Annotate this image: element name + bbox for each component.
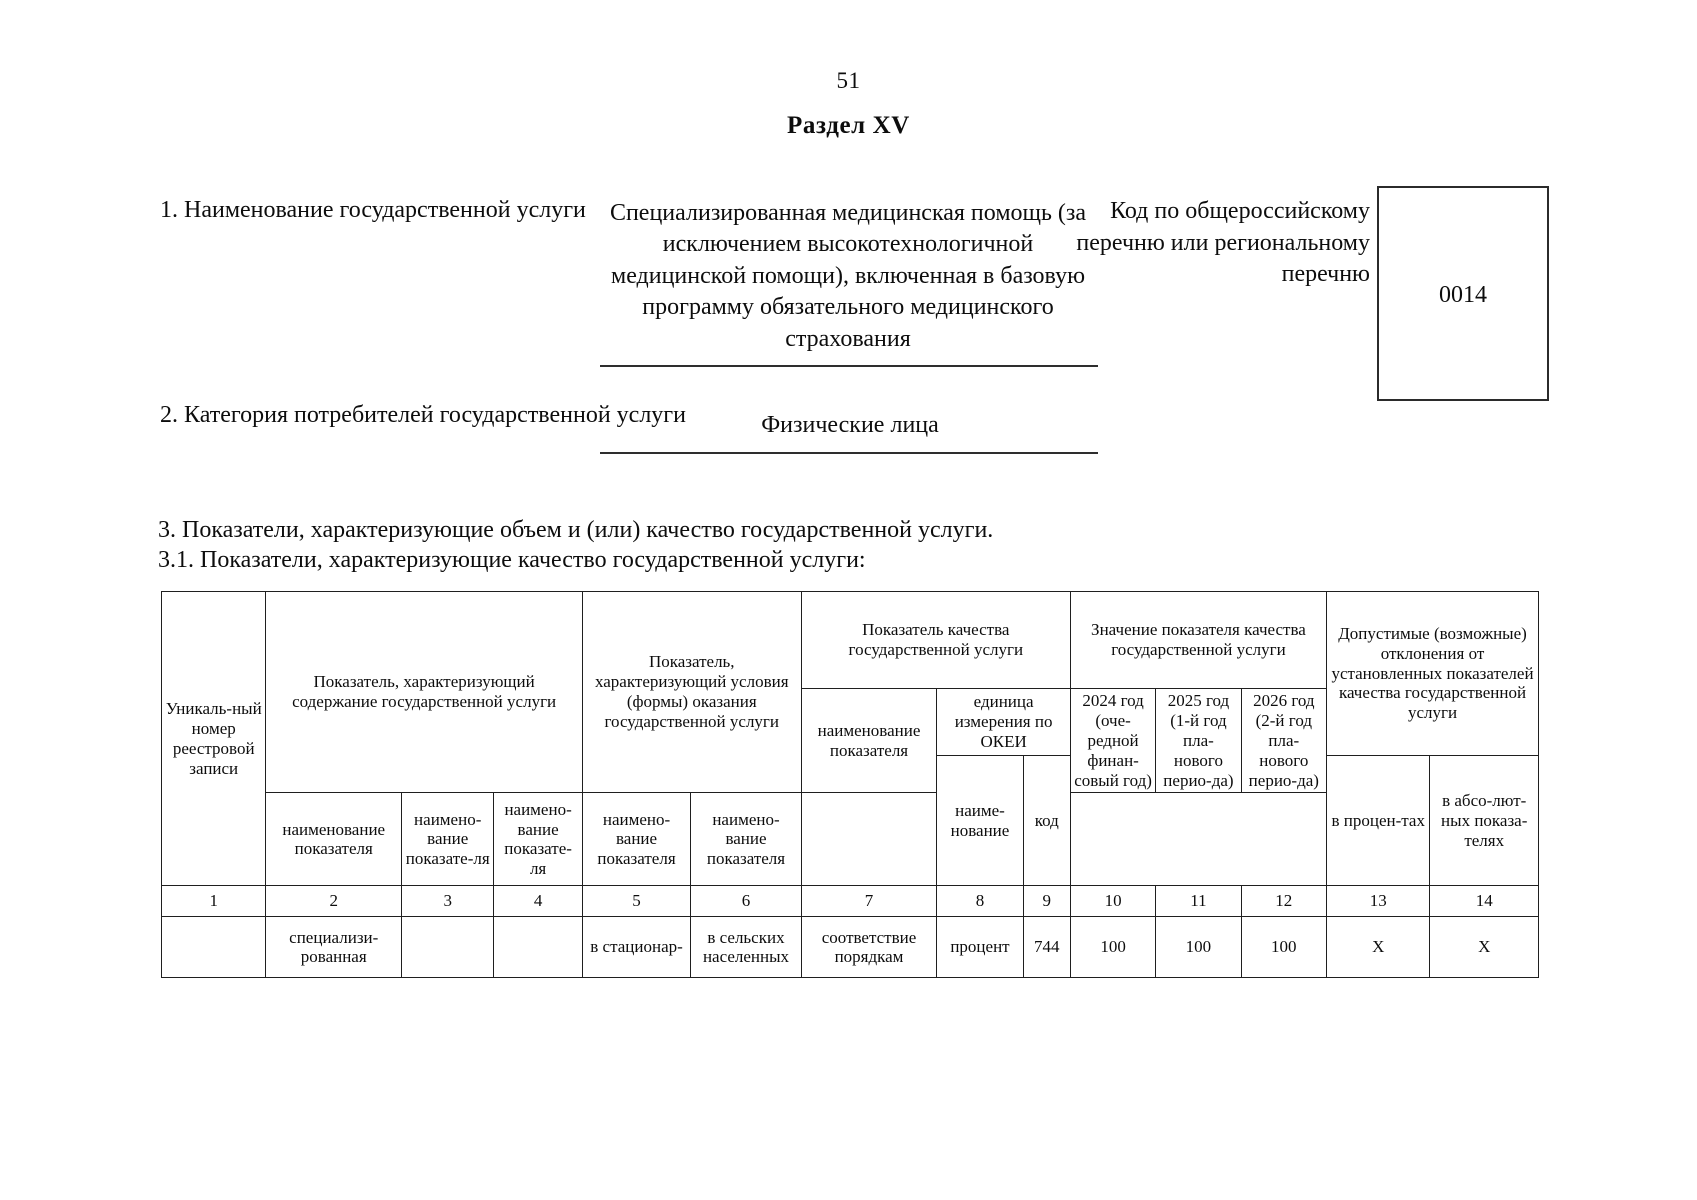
th-allowable-deviations: Допустимые (возможные) отклонения от уст… bbox=[1326, 591, 1539, 756]
cell-unit-name: процент bbox=[936, 916, 1024, 979]
cell-deviation-percent: X bbox=[1325, 916, 1431, 979]
cell-deviation-absolute: X bbox=[1429, 916, 1539, 979]
cell-registry-number bbox=[160, 916, 267, 979]
table-row: специализи-рованная в стационар- в сельс… bbox=[160, 916, 1539, 979]
cell-value-2024: 100 bbox=[1069, 916, 1157, 979]
th-unit-name: наиме-нование bbox=[936, 754, 1024, 887]
col-num-2: 2 bbox=[265, 885, 403, 918]
th-indicator-name: наименование показателя bbox=[800, 687, 938, 794]
cell-content-3 bbox=[493, 916, 583, 979]
quality-indicators-table: Уникаль-ный номер реестровой записи Пока… bbox=[160, 590, 1539, 979]
th-quality-indicator: Показатель качества государственной услу… bbox=[800, 591, 1071, 689]
col-num-11: 11 bbox=[1155, 885, 1242, 918]
th-unit-code: код bbox=[1022, 754, 1071, 887]
cell-value-2026: 100 bbox=[1240, 916, 1328, 979]
service-name-label: 1. Наименование государственной услуги bbox=[160, 197, 586, 223]
col-num-9: 9 bbox=[1022, 885, 1071, 918]
th-content-name-3: наимено-вание показате-ля bbox=[493, 792, 583, 887]
col-num-4: 4 bbox=[493, 885, 583, 918]
col-num-8: 8 bbox=[936, 885, 1024, 918]
th-content-name-1: наименование показателя bbox=[265, 792, 403, 887]
th-unit-of-measure: единица измерения по ОКЕИ bbox=[936, 688, 1071, 756]
th-conditions-indicator: Показатель, характеризующий условия (фор… bbox=[581, 590, 802, 794]
code-label: Код по общероссийскому перечню или регио… bbox=[1076, 198, 1370, 288]
col-num-3: 3 bbox=[401, 885, 495, 918]
th-year-2024: 2024 год (оче-редной финан-совый год) bbox=[1069, 687, 1157, 794]
table-header-row-1: Уникаль-ный номер реестровой записи Пока… bbox=[160, 590, 1539, 887]
table-header-row-4: наименование показателя наимено-вание по… bbox=[162, 792, 1539, 887]
quality-indicators-heading: 3.1. Показатели, характеризующие качеств… bbox=[158, 547, 866, 573]
col-num-12: 12 bbox=[1240, 885, 1328, 918]
col-num-13: 13 bbox=[1325, 885, 1431, 918]
col-num-1: 1 bbox=[160, 885, 267, 918]
consumers-label: 2. Категория потребителей государственно… bbox=[160, 402, 686, 428]
table-header-row-2: наименование показателя единица измерени… bbox=[162, 687, 1539, 794]
cell-content-1: специализи-рованная bbox=[265, 916, 403, 979]
col-num-6: 6 bbox=[690, 885, 802, 918]
col-num-5: 5 bbox=[581, 885, 692, 918]
th-content-indicator: Показатель, характеризующий содержание г… bbox=[265, 590, 583, 794]
page-number: 51 bbox=[836, 68, 861, 93]
code-value: 0014 bbox=[1439, 282, 1487, 308]
col-num-10: 10 bbox=[1069, 885, 1157, 918]
th-year-2026: 2026 год (2-й год пла-нового перио-да) bbox=[1240, 687, 1328, 794]
indicators-heading: 3. Показатели, характеризующие объем и (… bbox=[158, 517, 994, 543]
th-content-name-2: наимено-вание показате-ля bbox=[401, 792, 495, 887]
th-in-percent: в процен-тах bbox=[1325, 754, 1431, 887]
service-name-underline bbox=[600, 365, 1098, 367]
cell-value-2025: 100 bbox=[1155, 916, 1242, 979]
col-num-14: 14 bbox=[1429, 885, 1539, 918]
cell-unit-code: 744 bbox=[1022, 916, 1071, 979]
col-num-7: 7 bbox=[800, 885, 938, 918]
service-name-value: Специализированная медицинская помощь (з… bbox=[609, 200, 1087, 352]
cell-content-2 bbox=[401, 916, 495, 979]
th-in-absolute: в абсо-лют-ных показа-телях bbox=[1429, 754, 1539, 887]
th-unique-registry-number: Уникаль-ный номер реестровой записи bbox=[160, 590, 267, 887]
th-conditions-name-2: наимено-вание показателя bbox=[690, 792, 802, 887]
code-box bbox=[1377, 186, 1549, 401]
cell-conditions-1: в стационар- bbox=[581, 916, 692, 979]
table-column-numbers-row: 1 2 3 4 5 6 7 8 9 10 11 12 13 14 bbox=[160, 885, 1539, 918]
consumers-underline bbox=[600, 452, 1098, 454]
section-title: Раздел XV bbox=[787, 112, 910, 139]
table-header-row-3: наиме-нование код в процен-тах в абсо-лю… bbox=[162, 754, 1539, 887]
cell-conditions-2: в сельских населенных bbox=[690, 916, 802, 979]
consumers-value: Физические лица bbox=[761, 412, 939, 438]
cell-quality-name: соответствие порядкам bbox=[800, 916, 938, 979]
th-indicator-value: Значение показателя качества государстве… bbox=[1069, 591, 1328, 689]
th-year-2025: 2025 год (1-й год пла-нового перио-да) bbox=[1155, 687, 1242, 794]
th-conditions-name-1: наимено-вание показателя bbox=[581, 792, 692, 887]
